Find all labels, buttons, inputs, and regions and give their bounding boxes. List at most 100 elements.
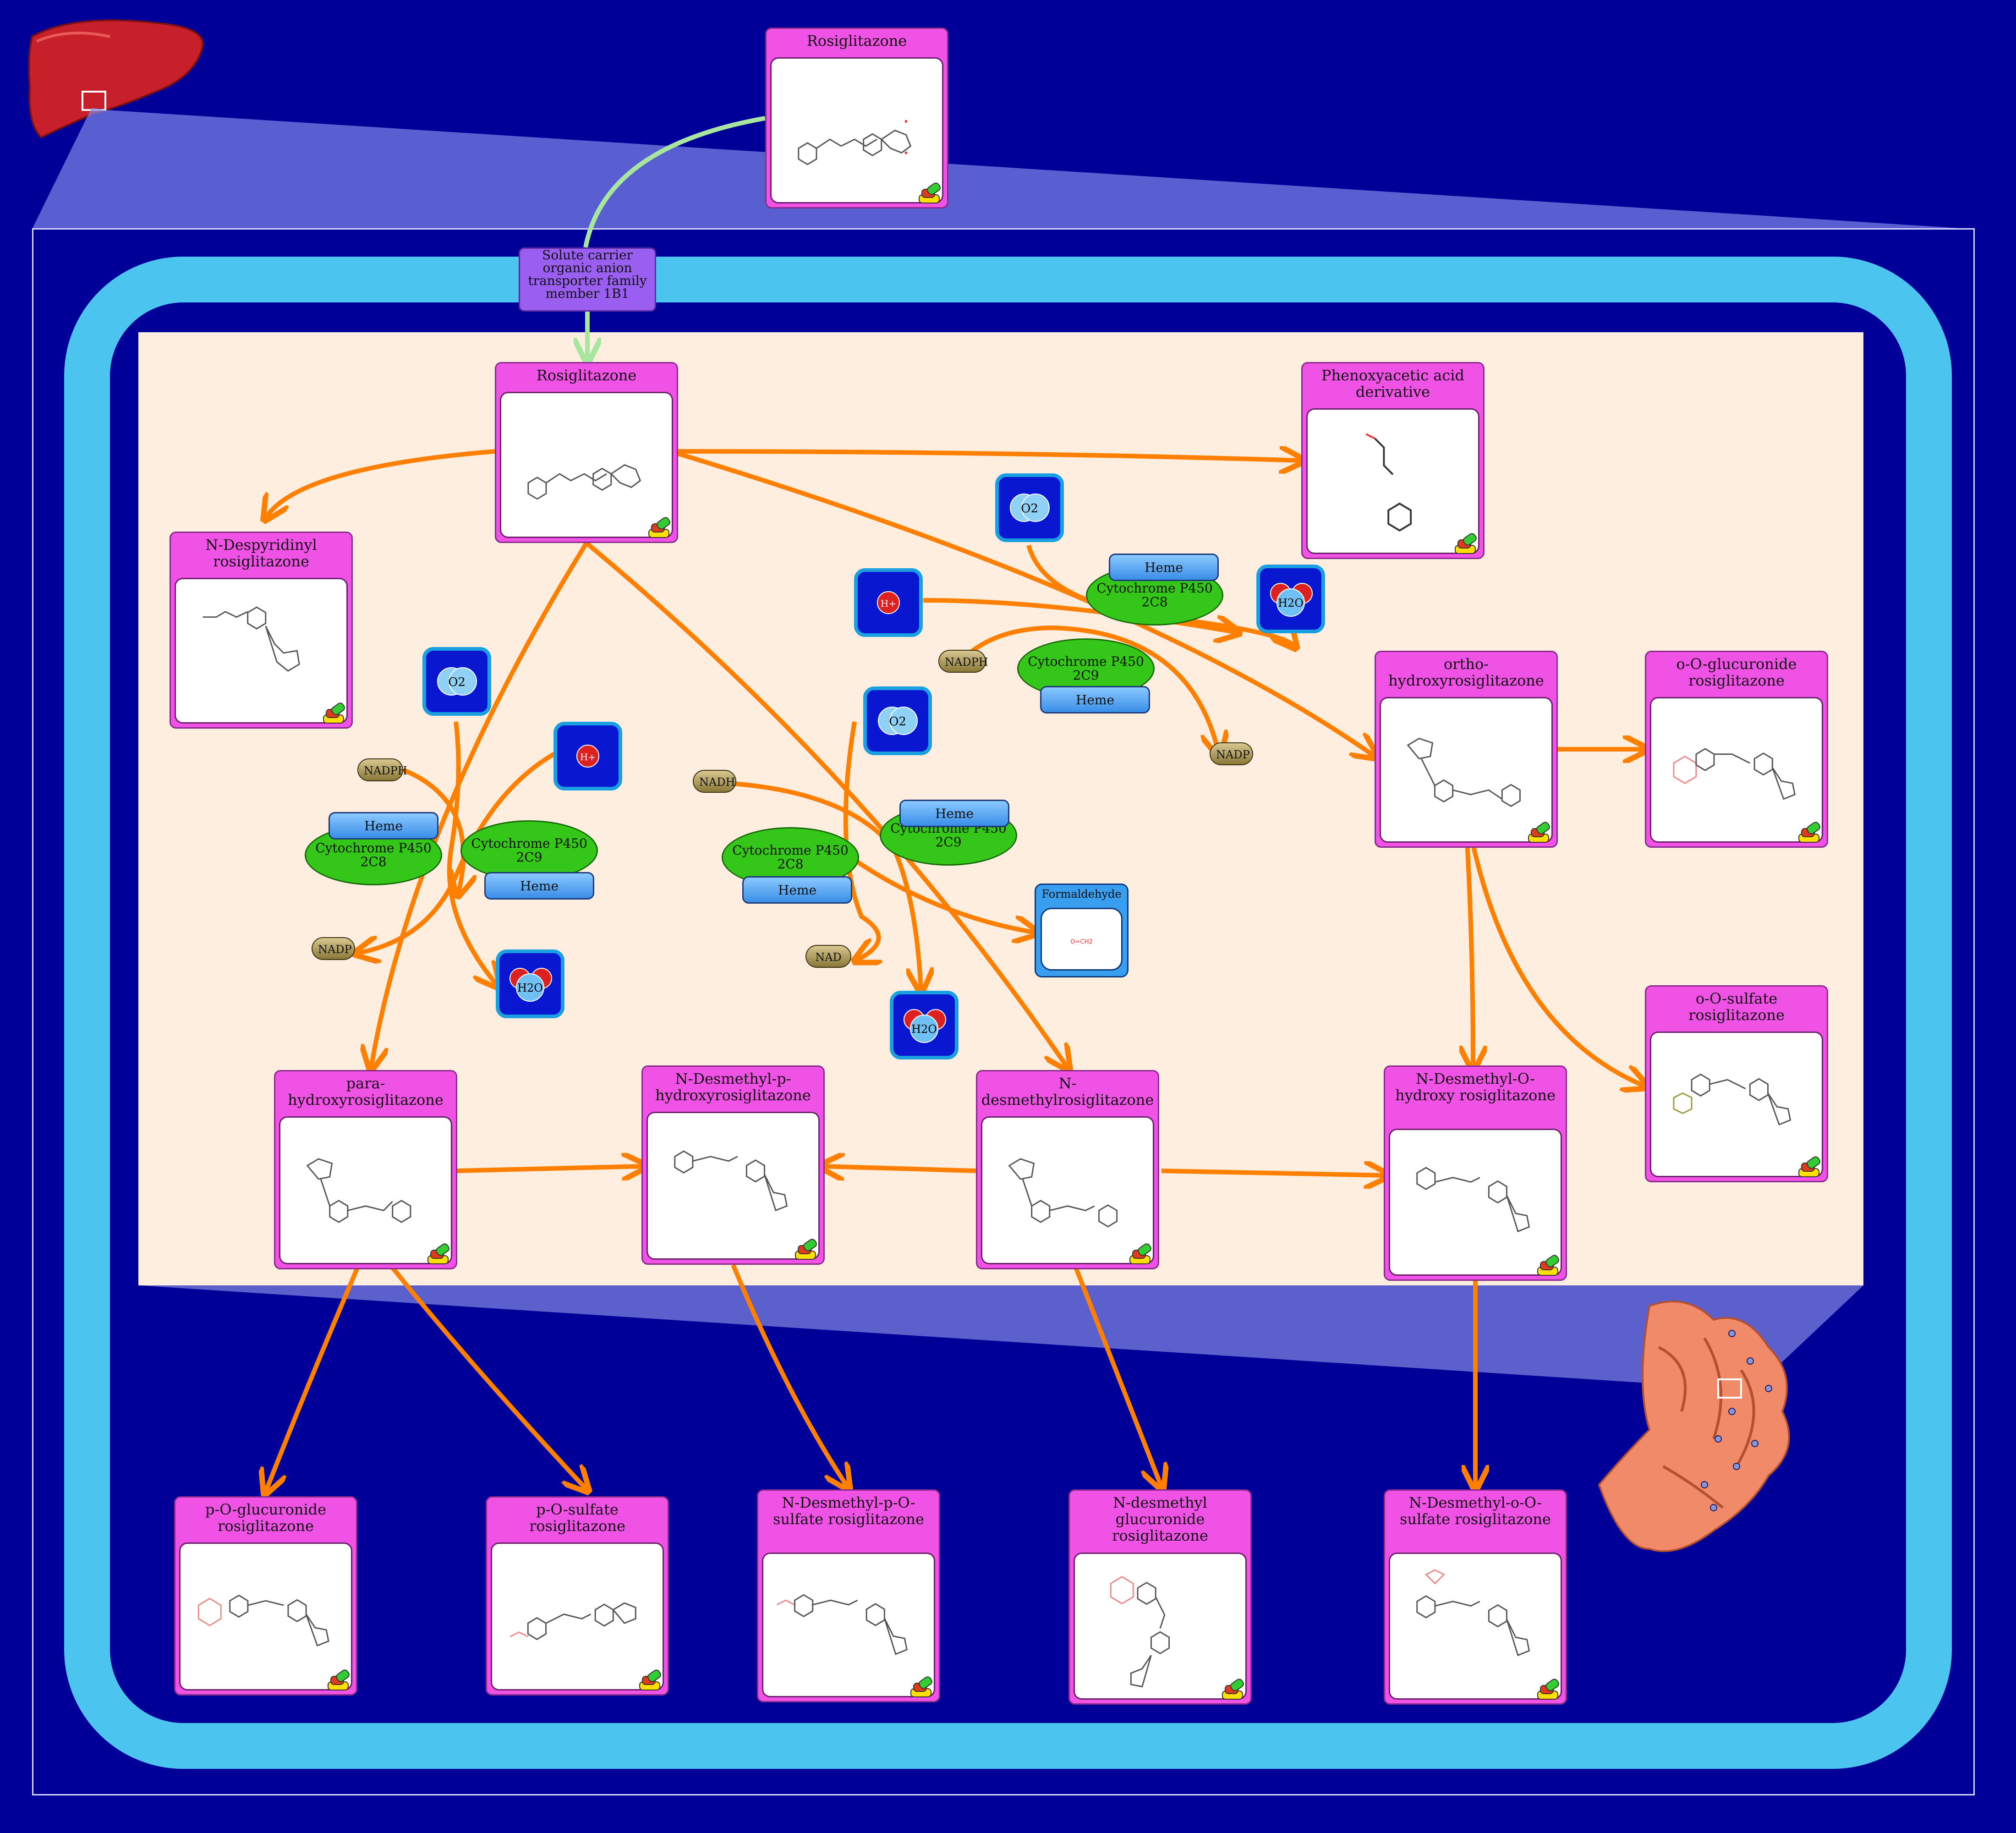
structure-drawing [1407,737,1521,807]
heme-cofactor-2[interactable]: Heme [484,872,594,900]
card-rosiglitazone[interactable]: Rosiglitazone [495,362,678,543]
cofactor-nadh[interactable]: NADH [693,770,736,793]
card-n-desmethyl-p-o-sulfate-rosiglitazone[interactable]: N-Desmethyl-p-O-sulfate rosiglitazone [757,1489,940,1702]
compound-name: o-O-sulfate rosiglitazone [1688,990,1785,1024]
structure-drawing [1365,433,1412,532]
o2-molecule-1[interactable]: O2 [422,647,491,716]
h2o-icon: H2O [904,1009,946,1043]
structure-drawing [197,1594,329,1647]
drug-pills-badge-icon [1455,532,1479,554]
compound-name: N-desmethylrosiglitazone [981,1075,1154,1109]
drug-pills-badge-icon [1798,1155,1822,1177]
compound-name: para-hydroxyrosiglitazone [288,1075,444,1109]
cofactor-nadp-2[interactable]: NADP [1210,742,1253,765]
structure-image [762,1553,935,1697]
card-n-desmethyl-glucuronide-rosiglitazone[interactable]: N-desmethyl glucuronide rosiglitazone [1068,1489,1252,1705]
compound-name: N-Desmethyl-p-O-sulfate rosiglitazone [773,1494,924,1528]
structure-drawing [1673,748,1796,800]
o2-icon: O2 [878,707,918,735]
card-n-desmethyl-p-hydroxyrosiglitazone[interactable]: N-Desmethyl-p-hydroxyrosiglitazone [641,1065,825,1265]
structure-image [1650,697,1823,843]
structure-drawing [203,606,300,672]
drug-pills-badge-icon [1129,1242,1153,1264]
card-n-desmethyl-o-o-sulfate-rosiglitazone[interactable]: N-Desmethyl-o-O-sulfate rosiglitazone [1384,1489,1567,1705]
h2o-icon: H2O [509,968,552,1002]
cofactor-nad[interactable]: NAD [805,945,851,968]
drug-pills-badge-icon [648,516,672,538]
compound-name: Rosiglitazone [536,367,637,384]
drug-pills-badge-icon [328,1668,351,1690]
card-n-desmethylrosiglitazone[interactable]: N-desmethylrosiglitazone [976,1070,1159,1269]
card-p-o-glucuronide-rosiglitazone[interactable]: p-O-glucuronide rosiglitazone [174,1496,357,1696]
compound-name: ortho-hydroxyrosiglitazone [1388,655,1544,689]
structure-drawing: O=CH2 [1070,938,1093,945]
transporter-label: Solute carrier organic anion transporter… [528,247,647,301]
heme-cofactor-5[interactable]: Heme [1109,554,1219,581]
heme-cofactor-1[interactable]: Heme [329,812,438,840]
h-plus-molecule-1[interactable]: H+ [553,722,622,790]
structure-drawing [527,464,641,500]
structure-drawing [1008,1158,1118,1228]
drug-pills-badge-icon [639,1668,663,1690]
structure-drawing [1416,1569,1530,1657]
card-o-o-sulfate-rosiglitazone[interactable]: o-O-sulfate rosiglitazone [1645,985,1828,1182]
svg-text:O2: O2 [1021,502,1038,516]
structure-image [279,1116,452,1264]
structure-image [1389,1129,1562,1276]
h2o-molecule-2[interactable]: H2O [890,991,959,1059]
svg-text:O2: O2 [889,715,906,729]
structure-drawing [306,1158,411,1223]
drug-pills-badge-icon [1528,820,1552,843]
compound-name: p-O-glucuronide rosiglitazone [205,1501,327,1535]
compound-name: N-desmethyl glucuronide rosiglitazone [1112,1494,1208,1544]
svg-text:H2O: H2O [517,982,543,994]
drug-pills-badge-icon [1222,1677,1246,1700]
h-plus-icon: H+ [576,745,599,768]
h2o-molecule-3[interactable]: H2O [1256,565,1325,633]
transporter-slco1b1[interactable]: Solute carrier organic anion transporter… [519,247,656,312]
svg-text:H2O: H2O [1278,597,1304,609]
drug-pills-badge-icon [910,1675,934,1697]
cell-membrane [64,257,1952,1769]
card-extracellular-rosiglitazone[interactable]: Rosiglitazone [765,27,948,209]
card-phenoxyacetic-acid[interactable]: Phenoxyacetic acid derivative [1301,362,1485,559]
compound-name: N-Desmethyl-p-hydroxyrosiglitazone [655,1070,811,1104]
heme-cofactor-6[interactable]: Heme [1040,686,1150,713]
card-para-hydroxyrosiglitazone[interactable]: para-hydroxyrosiglitazone [274,1070,457,1269]
heme-cofactor-3[interactable]: Heme [742,876,852,904]
structure-image [179,1542,352,1690]
o2-molecule-3[interactable]: O2 [863,686,932,755]
heme-cofactor-4[interactable]: Heme [899,800,1009,827]
structure-drawing [776,1594,908,1655]
h-plus-molecule-2[interactable]: H+ [854,568,923,637]
drug-pills-badge-icon [795,1237,819,1260]
structure-drawing [1673,1073,1791,1125]
enzyme-cyp2c9-1[interactable]: Cytochrome P450 2C9 [460,820,598,881]
compound-name: N-Desmethyl-o-O-sulfate rosiglitazone [1400,1494,1551,1528]
h2o-molecule-1[interactable]: H2O [496,949,564,1018]
card-ortho-hydroxyrosiglitazone[interactable]: ortho-hydroxyrosiglitazone [1375,651,1558,848]
card-o-o-glucuronide-rosiglitazone[interactable]: o-O-glucuronide rosiglitazone [1645,651,1828,848]
structure-image [1074,1553,1247,1700]
structure-image: O=CH2 [1041,908,1123,971]
structure-image [175,578,348,724]
compound-name: N-Despyridinyl rosiglitazone [205,536,317,570]
structure-image [1389,1553,1562,1700]
card-p-o-sulfate-rosiglitazone[interactable]: p-O-sulfate rosiglitazone [486,1496,669,1696]
cofactor-nadph-2[interactable]: NADPH [938,650,988,673]
svg-text:H2O: H2O [911,1023,937,1036]
enzyme-cyp2c8-1[interactable]: Cytochrome P450 2C8 [305,825,442,885]
card-n-desmethyl-o-hydroxy-rosiglitazone[interactable]: N-Desmethyl-O-hydroxy rosiglitazone [1384,1065,1567,1281]
card-formaldehyde[interactable]: Formaldehyde O=CH2 [1035,884,1129,977]
structure-image [491,1542,664,1690]
drug-pills-badge-icon [919,181,942,203]
cofactor-nadp-1[interactable]: NADP [312,937,355,960]
formaldehyde-formula: O=CH2 [1070,938,1093,945]
structure-drawing [1110,1576,1170,1688]
cofactor-nadph-1[interactable]: NADPH [357,758,407,781]
o2-molecule-2[interactable]: O2 [995,473,1064,542]
card-n-despyridinyl-rosiglitazone[interactable]: N-Despyridinyl rosiglitazone [170,532,353,729]
